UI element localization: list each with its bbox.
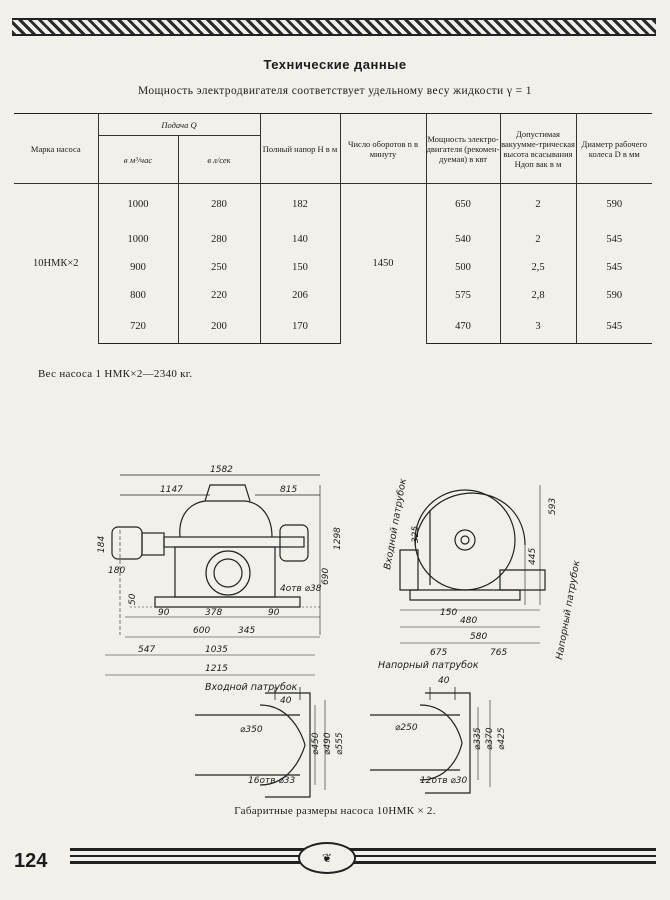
table-cell: 800	[98, 281, 179, 310]
dim-label: 16отв ⌀33	[248, 776, 296, 786]
dim-label: ⌀350	[240, 725, 263, 735]
table-cell: 545	[575, 309, 652, 344]
cell-rpm: 1450	[339, 183, 427, 344]
table-cell: 2	[499, 183, 577, 226]
header-flow: Подача Q	[97, 113, 261, 136]
table-cell: 650	[425, 183, 501, 226]
dim-label: 378	[205, 608, 222, 618]
dim-label: 90	[158, 608, 170, 618]
dim-label: 1298	[333, 527, 343, 550]
dim-label: 50	[128, 593, 138, 605]
dim-label: 445	[528, 548, 538, 565]
spec-table: Марка насоса Подача Q Полный напор H в м…	[14, 113, 652, 344]
header-rpm: Число оборотов n в минуту	[339, 113, 427, 184]
table-cell: 150	[259, 253, 341, 282]
dim-label: 580	[470, 632, 487, 642]
outlet-flange-drawing	[370, 687, 491, 794]
table-cell: 3	[499, 309, 577, 344]
table-cell: 540	[425, 225, 501, 254]
dim-label: 690	[321, 568, 331, 585]
table-cell: 2	[499, 225, 577, 254]
table-cell: 720	[98, 309, 179, 344]
dim-label: 345	[238, 626, 255, 636]
dim-label: 815	[280, 485, 297, 495]
top-decorative-border	[12, 18, 656, 36]
table-cell: 206	[259, 281, 341, 310]
header-head: Полный напор H в м	[259, 113, 341, 184]
table-cell: 280	[177, 183, 261, 226]
dim-label: ⌀490	[323, 732, 333, 755]
table-cell: 900	[98, 253, 179, 282]
pump-drawing: 1582 1147 815 1298 690 184 180 50 90 378…	[97, 465, 582, 798]
dim-label: 4отв ⌀38	[280, 584, 322, 594]
page-number: 124	[14, 850, 48, 872]
table-cell: 545	[575, 253, 652, 282]
figure-caption: Габаритные размеры насоса 10НМК × 2.	[234, 805, 436, 817]
table-cell: 220	[177, 281, 261, 310]
outlet-flange-title: Напорный патрубок	[378, 660, 479, 671]
table-cell: 470	[425, 309, 501, 344]
table-cell: 140	[259, 225, 341, 254]
dim-label: 1147	[160, 485, 183, 495]
header-diameter: Диаметр рабочего колеса D в мм	[575, 113, 652, 184]
table-cell: 590	[575, 281, 652, 310]
header-flow-ls: в л/сек	[177, 135, 260, 184]
dim-label: 325	[411, 526, 421, 543]
table-cell: 500	[425, 253, 501, 282]
dim-label: 40	[280, 696, 292, 706]
page-subtitle: Мощность электродвигателя соответствует …	[138, 85, 532, 97]
dim-label: 150	[440, 608, 457, 618]
dim-label: 184	[97, 536, 107, 553]
cell-brand: 10НМК×2	[14, 183, 99, 344]
dim-label: 765	[490, 648, 507, 658]
table-cell: 545	[575, 225, 652, 254]
table-cell: 590	[575, 183, 652, 226]
dim-label: 1215	[205, 664, 228, 674]
pump-front-view	[399, 485, 546, 644]
table-cell: 250	[177, 253, 261, 282]
dim-label: 90	[268, 608, 280, 618]
page-title: Технические данные	[263, 57, 407, 72]
dim-label: 675	[430, 648, 447, 658]
header-power: Мощность электро-двигателя (рекомен-дуем…	[425, 113, 501, 184]
table-cell: 200	[177, 309, 261, 344]
dim-label: ⌀425	[497, 727, 507, 750]
dim-label: 40	[438, 676, 450, 686]
dim-label: ⌀335	[473, 727, 483, 750]
dim-label: ⌀450	[311, 732, 321, 755]
table-cell: 2,5	[499, 253, 577, 282]
table-cell: 170	[259, 309, 341, 344]
outlet-pipe-label: Напорный патрубок	[554, 559, 582, 660]
header-brand: Марка насоса	[14, 113, 99, 184]
dim-label: 480	[460, 616, 477, 626]
dim-label: ⌀250	[395, 723, 418, 733]
weight-note: Вес насоса 1 НМК×2—2340 кг.	[38, 368, 193, 380]
dim-label: ⌀370	[485, 727, 495, 750]
table-cell: 575	[425, 281, 501, 310]
dim-label: 12отв ⌀30	[420, 776, 468, 786]
header-suction: Допустимая вакуумме-трическая высота вса…	[499, 113, 577, 184]
table-cell: 280	[177, 225, 261, 254]
table-cell: 1000	[98, 225, 179, 254]
dim-label: 180	[108, 566, 125, 576]
table-cell: 2,8	[499, 281, 577, 310]
inlet-pipe-label: Входной патрубок	[382, 477, 409, 570]
dim-label: 1582	[210, 465, 233, 475]
dim-label: 547	[138, 645, 155, 655]
bottom-decorative-border	[70, 848, 656, 864]
pump-side-view	[105, 474, 321, 676]
dim-label: ⌀555	[335, 732, 345, 755]
inlet-flange-title: Входной патрубок	[205, 682, 298, 693]
header-flow-m3h: в м³/час	[98, 135, 179, 184]
table-cell: 182	[259, 183, 341, 226]
publisher-emblem-icon: ❦	[298, 842, 356, 874]
table-cell: 1000	[97, 183, 179, 226]
dim-label: 600	[193, 626, 210, 636]
dim-label: 1035	[205, 645, 228, 655]
inlet-flange-drawing	[195, 687, 326, 798]
dim-label: 593	[548, 498, 558, 515]
